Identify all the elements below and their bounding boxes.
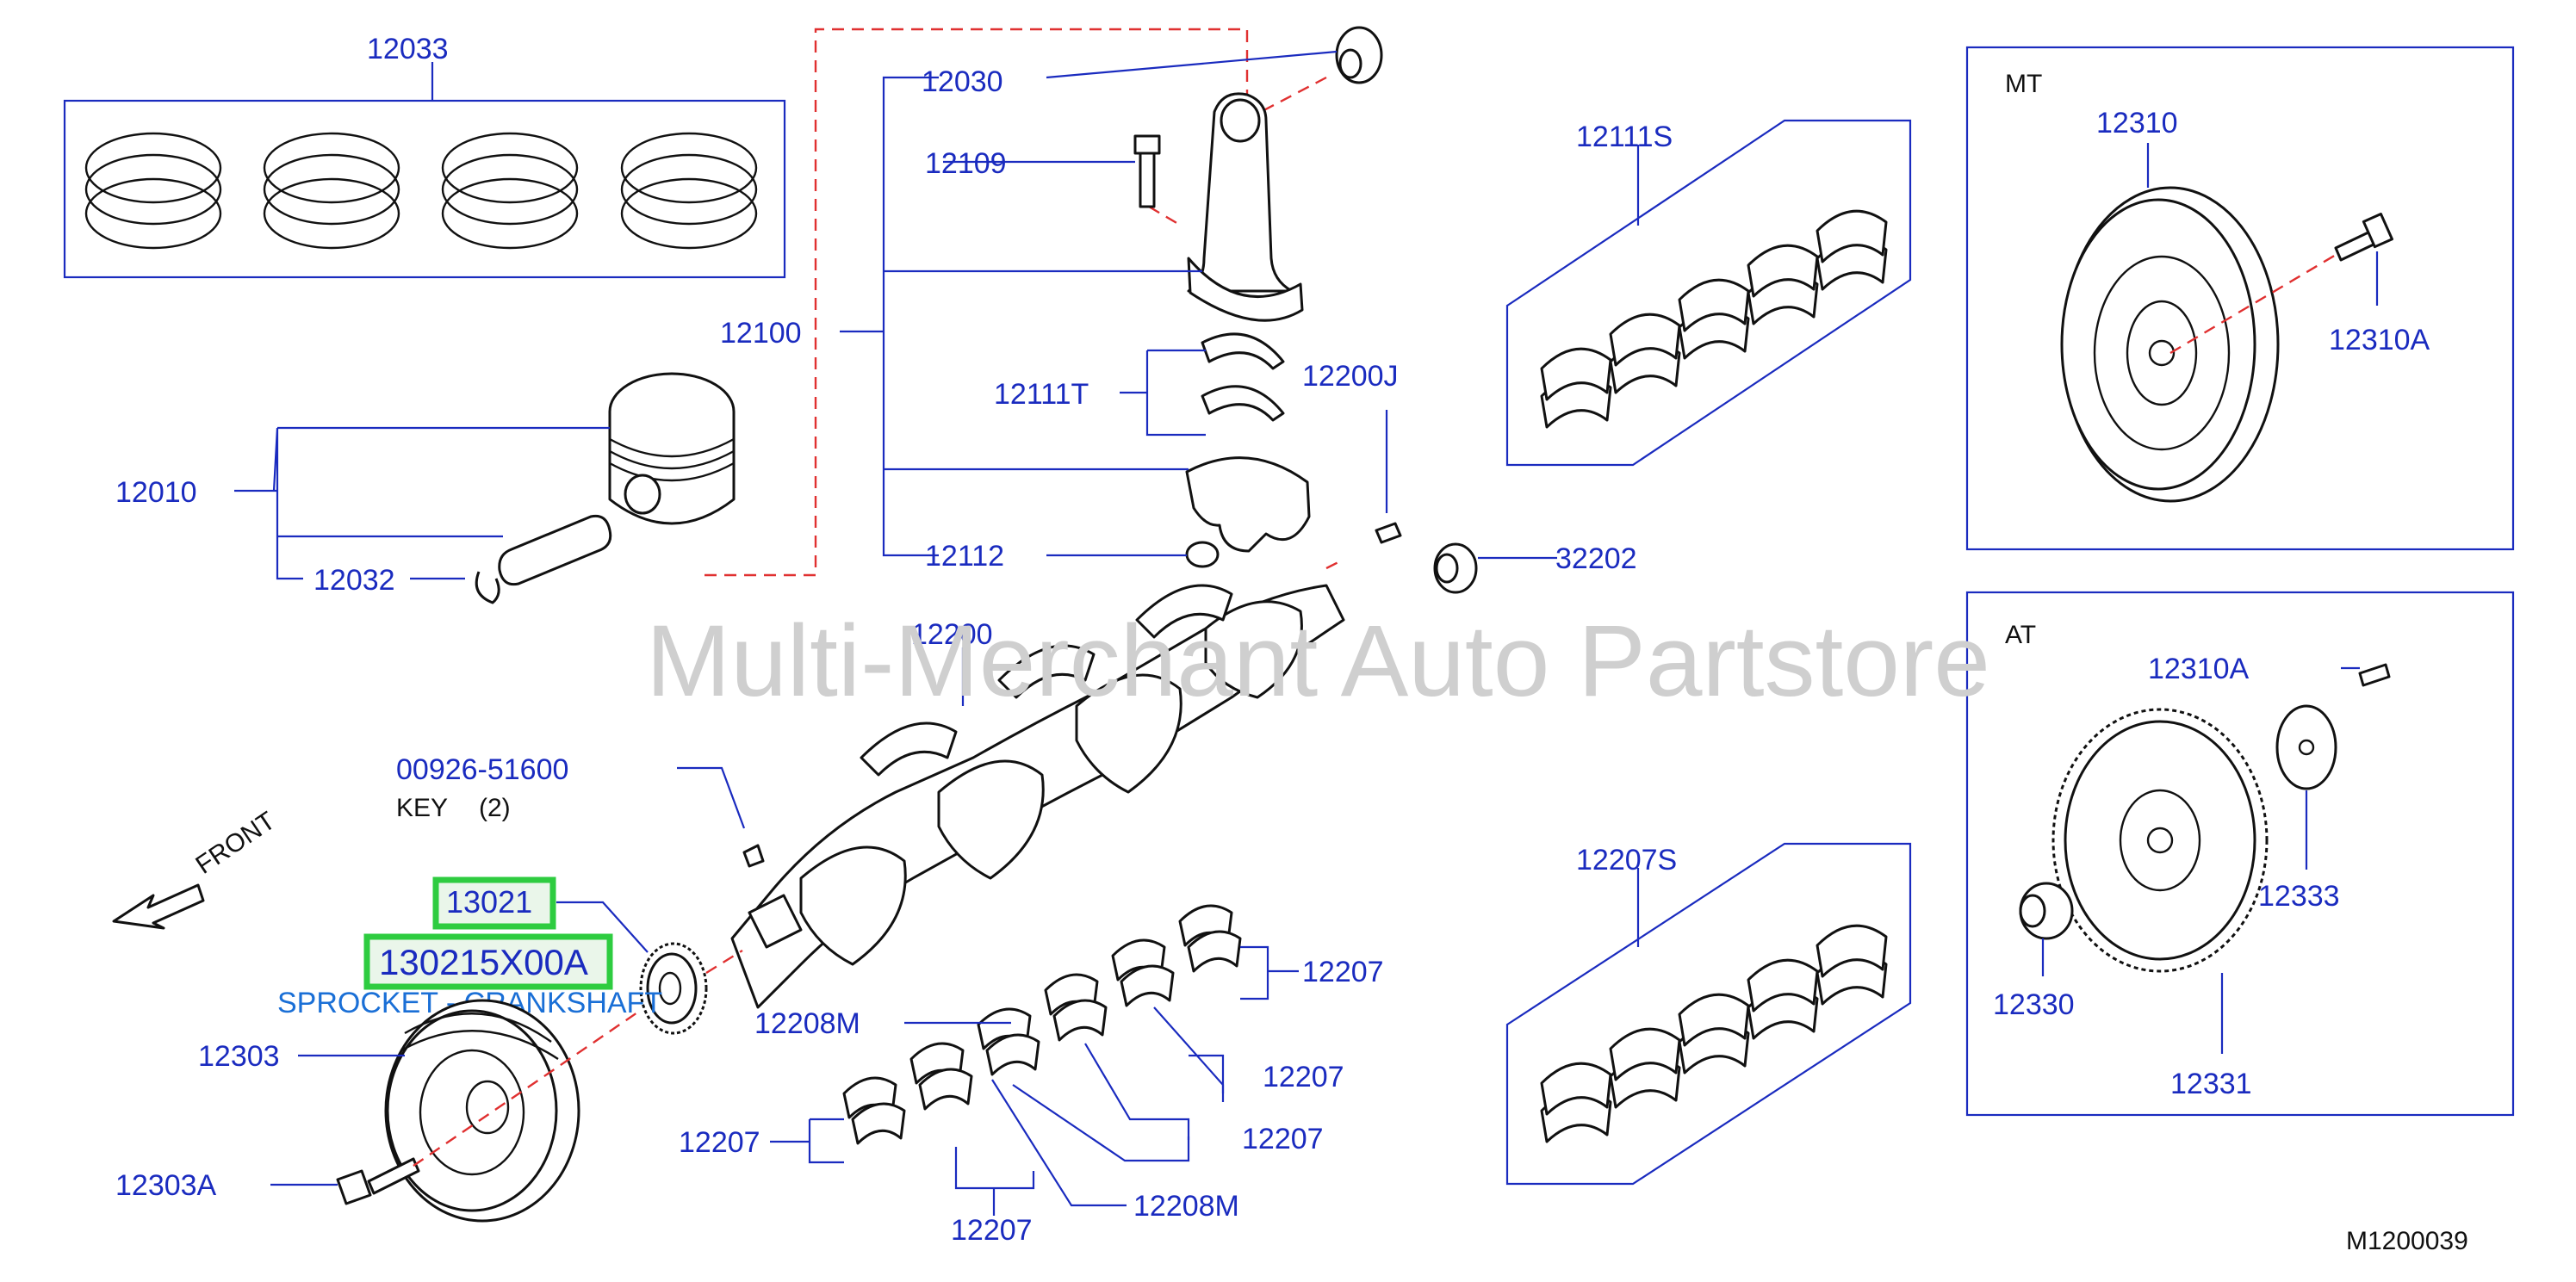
crankshaft-sprocket[interactable] [639, 942, 708, 1035]
at-bolt [2358, 663, 2391, 687]
piston-pin-clip[interactable] [475, 571, 500, 604]
label-12207-b[interactable]: 12207 [1263, 1061, 1344, 1093]
label-00926-51600[interactable]: 00926-51600 [396, 753, 568, 786]
key-text: KEY [396, 794, 448, 822]
label-12207-a[interactable]: 12207 [1302, 956, 1384, 988]
lower-shells [1540, 924, 1888, 1143]
ring-set-2 [263, 132, 400, 250]
at-driveplate-panel[interactable]: AT [1965, 591, 2515, 1117]
label-12330[interactable]: 12330 [1993, 988, 2075, 1021]
main-bearings-upper-set[interactable] [1505, 119, 1912, 467]
connecting-rod[interactable] [1187, 92, 1304, 322]
mt-section-label: MT [2005, 70, 2042, 98]
label-12208M-b[interactable]: 12208M [1133, 1190, 1239, 1223]
front-arrow-icon: FRONT [112, 807, 281, 930]
label-12208M-a[interactable]: 12208M [754, 1007, 860, 1040]
mt-flywheel [2060, 186, 2280, 503]
label-12331[interactable]: 12331 [2170, 1068, 2252, 1100]
label-12310A-mt[interactable]: 12310A [2329, 324, 2430, 356]
label-12310A-at[interactable]: 12310A [2148, 653, 2250, 685]
label-12010[interactable]: 12010 [115, 476, 197, 509]
label-12200[interactable]: 12200 [911, 618, 993, 651]
rod-assembly-dash-leader [705, 28, 1249, 577]
highlight-part-130215X00A[interactable]: 130215X00A [363, 933, 613, 990]
piston[interactable] [608, 372, 736, 525]
crank-pulley[interactable] [384, 999, 580, 1223]
piston-pin[interactable] [498, 514, 612, 586]
label-12033[interactable]: 12033 [367, 33, 449, 65]
piston-rings-frame [63, 99, 786, 279]
ring-set-4 [620, 132, 758, 250]
piston-rings-group[interactable] [63, 62, 786, 279]
rod-cap[interactable] [1185, 456, 1311, 553]
label-12303[interactable]: 12303 [198, 1040, 280, 1073]
label-12207S[interactable]: 12207S [1576, 844, 1677, 876]
pulley-bolt[interactable] [336, 1157, 420, 1205]
rod-pin-12200J[interactable] [1375, 522, 1402, 544]
label-12303A[interactable]: 12303A [115, 1169, 217, 1202]
watermark: Multi-Merchant Auto Partstore [646, 604, 1990, 718]
label-12100[interactable]: 12100 [720, 317, 802, 350]
crank-key[interactable] [742, 844, 765, 868]
at-plate-reinforcement [2275, 704, 2337, 790]
rod-nut[interactable] [1185, 541, 1220, 568]
highlight-13021-text: 13021 [446, 884, 532, 920]
crankshaft[interactable] [730, 584, 1345, 1009]
label-12207-d[interactable]: 12207 [679, 1126, 760, 1159]
connecting-rod-bolt[interactable] [1133, 134, 1161, 208]
pilot-bushing-32202[interactable] [1433, 542, 1478, 594]
main-bearing-shells[interactable] [842, 904, 1242, 1145]
label-12207-e[interactable]: 12207 [951, 1214, 1033, 1247]
label-12207-c[interactable]: 12207 [1242, 1123, 1324, 1155]
label-12112[interactable]: 12112 [925, 540, 1004, 573]
diagram-code: M1200039 [2346, 1227, 2468, 1255]
rod-bearing-upper[interactable] [1201, 332, 1285, 422]
label-12032[interactable]: 12032 [313, 564, 395, 597]
label-12310[interactable]: 12310 [2096, 107, 2178, 139]
mt-flywheel-bolt [2334, 213, 2393, 262]
upper-shells [1540, 209, 1888, 429]
label-32202[interactable]: 32202 [1555, 542, 1637, 575]
front-label: FRONT [190, 807, 280, 880]
at-drive-plate [2051, 708, 2269, 973]
connecting-rod-bushing[interactable] [1335, 26, 1383, 84]
mt-frame [1965, 46, 2515, 551]
main-bearings-lower-set[interactable] [1505, 842, 1912, 1186]
label-12109[interactable]: 12109 [925, 147, 1007, 180]
label-12030[interactable]: 12030 [922, 65, 1003, 98]
highlight-130215X00A-text: 130215X00A [379, 942, 588, 982]
label-12111T[interactable]: 12111T [994, 378, 1089, 411]
at-section-label: AT [2005, 621, 2036, 649]
highlight-part-13021[interactable]: 13021 [432, 876, 556, 930]
ring-set-3 [441, 132, 579, 250]
ring-set-1 [84, 132, 222, 250]
label-12333[interactable]: 12333 [2258, 880, 2340, 913]
label-12111S[interactable]: 12111S [1576, 121, 1673, 153]
at-frame [1965, 591, 2515, 1117]
mt-flywheel-panel[interactable]: MT [1965, 46, 2515, 551]
label-12200J[interactable]: 12200J [1302, 360, 1399, 393]
key-qty: (2) [479, 794, 511, 822]
at-spacer [2019, 882, 2074, 940]
